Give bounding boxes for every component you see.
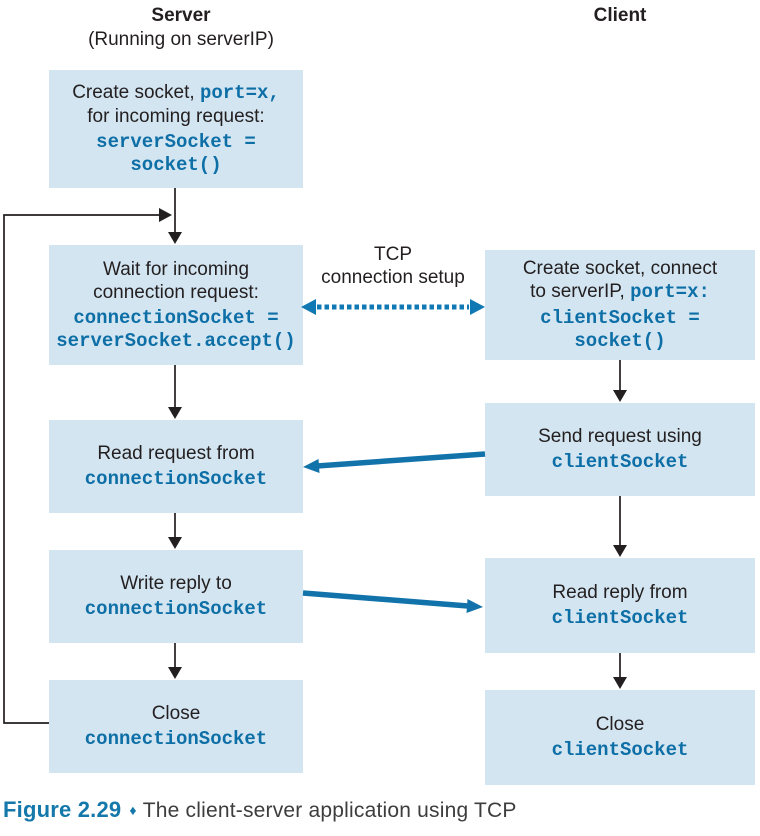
flow-box-client-close: Close clientSocket	[485, 690, 755, 785]
box-text-line: Close	[595, 714, 645, 735]
code-line: serverSocket =	[96, 131, 256, 153]
diamond-icon: ♦	[129, 802, 137, 818]
request-arrow	[316, 451, 486, 469]
flow-box-server-create-socket: Create socket, port=x, for incoming requ…	[49, 70, 303, 188]
server-title: Server	[151, 5, 211, 26]
code-line: connectionSocket =	[73, 306, 279, 329]
arrowhead-right-icon	[159, 208, 172, 222]
box-text-line: for incoming request:	[87, 106, 265, 127]
box-text-line: Send request using	[538, 426, 702, 447]
flow-box-client-create-socket: Create socket, connect to serverIP, port…	[485, 250, 755, 360]
code-line: clientSocket =	[540, 307, 700, 329]
arrowhead-right-icon	[466, 599, 483, 613]
code-line: socket()	[130, 154, 222, 176]
tcp-connection-setup-label: TCP connection setup	[303, 243, 483, 289]
box-text-line: Read reply from	[552, 582, 688, 603]
code-line: connectionSocket	[84, 598, 268, 620]
figure-number: Figure 2.29	[3, 797, 122, 822]
arrowhead-down-icon	[168, 232, 182, 244]
box-text-line: Close	[151, 703, 201, 724]
arrowhead-down-icon	[168, 667, 182, 679]
inline-code: port=x,	[199, 82, 280, 104]
box-text-line: Wait for incoming	[102, 258, 250, 280]
client-title: Client	[593, 5, 647, 26]
flow-box-client-send-request: Send request using clientSocket	[485, 403, 755, 496]
label-line: TCP	[374, 244, 412, 265]
arrowhead-left-icon	[301, 299, 316, 315]
flow-box-server-wait: Wait for incoming connection request: co…	[49, 245, 303, 365]
flow-box-server-close: Close connectionSocket	[49, 680, 303, 773]
flow-box-server-write-reply: Write reply to connectionSocket	[49, 550, 303, 643]
flow-box-client-read-reply: Read reply from clientSocket	[485, 558, 755, 653]
box-text: to serverIP,	[530, 281, 631, 302]
arrowhead-down-icon	[613, 677, 627, 689]
code-line: clientSocket	[551, 607, 689, 629]
box-text-line: Create socket, connect	[522, 258, 718, 279]
inline-code: port=x:	[630, 281, 710, 303]
box-text-line: Write reply to	[120, 573, 232, 594]
server-subtitle: (Running on serverIP)	[88, 29, 274, 50]
code-line: socket()	[574, 330, 666, 352]
caption-text: The client-server application using TCP	[142, 799, 517, 822]
server-column-header: Server (Running on serverIP)	[46, 4, 316, 52]
arrowhead-right-icon	[470, 299, 485, 315]
flow-box-server-read-request: Read request from connectionSocket	[49, 420, 303, 513]
arrowhead-down-icon	[168, 537, 182, 549]
arrowhead-down-icon	[613, 390, 627, 402]
code-line: serverSocket.accept()	[56, 329, 296, 352]
box-text-line: Create socket, port=x,	[72, 81, 280, 105]
code-line: clientSocket	[551, 451, 689, 473]
box-text: Create socket,	[72, 82, 200, 103]
arrowhead-left-icon	[303, 459, 320, 473]
arrowhead-down-icon	[613, 545, 627, 557]
code-line: connectionSocket	[84, 728, 268, 750]
reply-arrow	[302, 590, 469, 609]
box-text-line: connection request:	[93, 281, 259, 303]
arrowhead-down-icon	[168, 407, 182, 419]
label-line: connection setup	[321, 267, 465, 288]
client-column-header: Client	[485, 4, 755, 28]
box-text-line: Read request from	[97, 443, 255, 464]
figure-caption: Figure 2.29 ♦ The client-server applicatio…	[3, 797, 757, 823]
code-line: connectionSocket	[84, 468, 268, 490]
code-line: clientSocket	[551, 739, 689, 761]
box-text-line: to serverIP, port=x:	[530, 280, 710, 304]
